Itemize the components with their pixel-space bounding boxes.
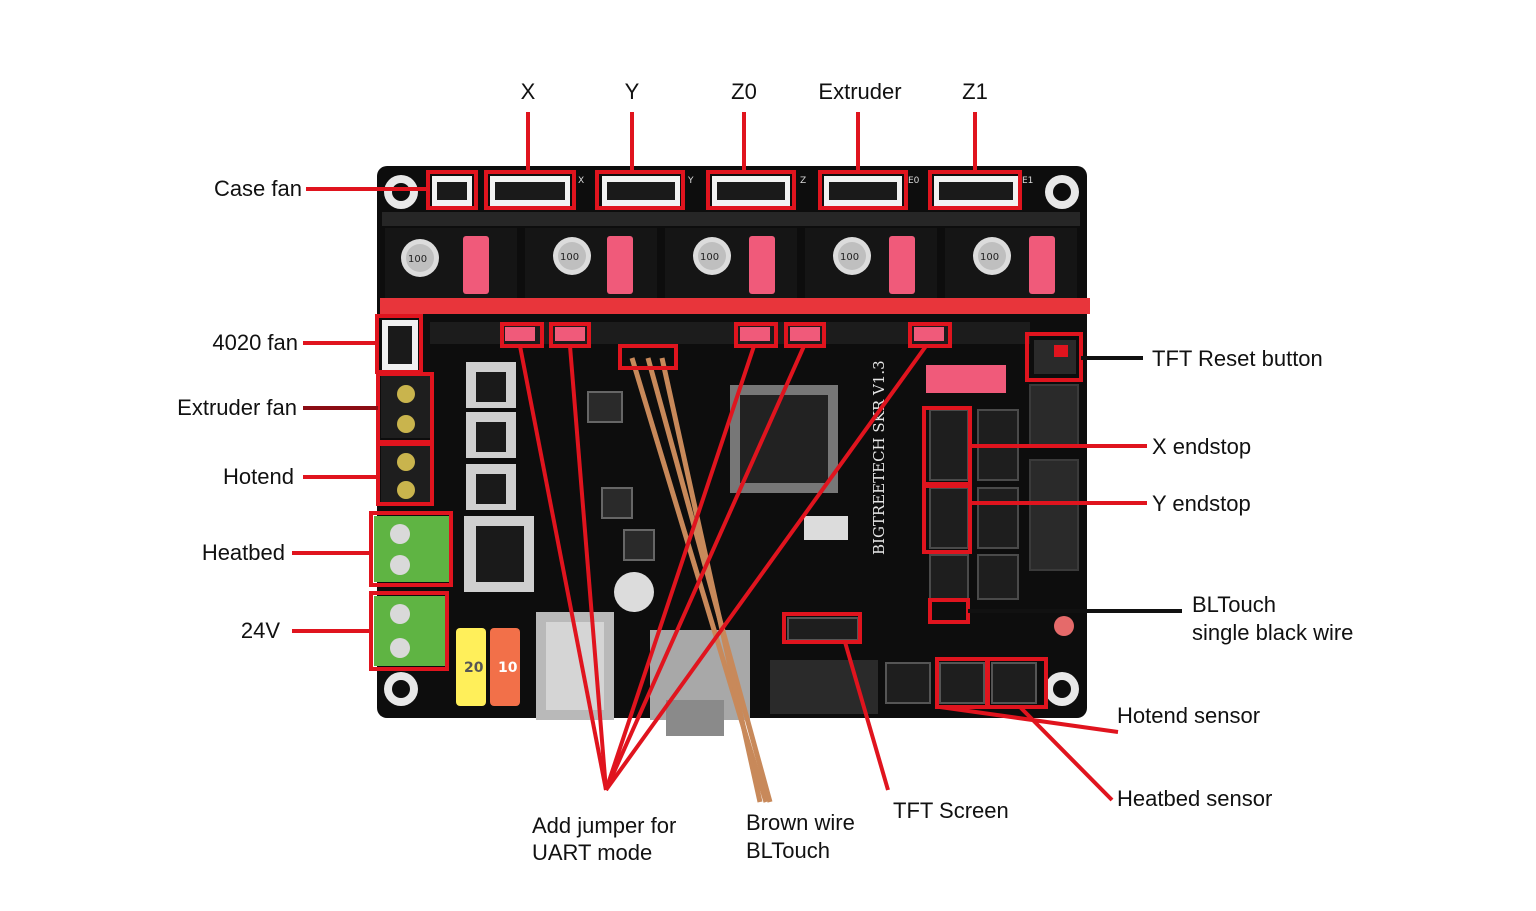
silk-e0: E0	[908, 176, 920, 186]
label-brown-line1: Brown wire	[746, 810, 855, 835]
leader-jumper-2	[568, 345, 608, 791]
label-heatbed-sensor: Heatbed sensor	[1117, 786, 1272, 811]
label-z1: Z1	[962, 79, 988, 104]
left-labels: Case fan 4020 fan Extruder fan Hotend He…	[177, 176, 302, 643]
box-extruder-motor	[818, 170, 908, 210]
label-extruder: Extruder	[818, 79, 901, 104]
box-tft-screen	[782, 612, 862, 644]
label-hotend-sensor: Hotend sensor	[1117, 703, 1260, 728]
driver-slot-extruder: 100	[805, 228, 937, 298]
mount-hole-bottom-left	[384, 672, 418, 706]
exp-headers	[1029, 384, 1079, 571]
box-jumper-5	[908, 322, 952, 348]
leader-lines	[292, 112, 1147, 802]
uart-jumpers	[505, 327, 944, 341]
mount-hole-bottom-right	[1045, 672, 1079, 706]
driver-socket-strip	[380, 298, 1090, 314]
fuse-20: 20	[456, 628, 486, 706]
label-24v: 24V	[241, 618, 280, 643]
label-x-endstop: X endstop	[1152, 434, 1251, 459]
screw-terminal-extruder-fan	[381, 376, 431, 438]
pcb-board: 100 100 100 100 100	[374, 166, 1090, 736]
label-tft-reset: TFT Reset button	[1152, 346, 1323, 371]
box-jumper-4	[784, 322, 826, 348]
svg-text:100: 100	[560, 252, 579, 263]
tft-reset-button	[1034, 340, 1076, 374]
terminal-heatbed	[374, 516, 450, 582]
label-extruder-fan: Extruder fan	[177, 395, 297, 420]
capacitor-z0: 100	[693, 237, 731, 275]
svg-text:100: 100	[700, 252, 719, 263]
fuse-10-label: 10	[498, 660, 518, 676]
leader-jumper-4	[604, 345, 806, 791]
thermistor-connectors	[885, 662, 1037, 704]
silk-e1: E1	[1022, 176, 1033, 186]
pink-headers-endstop	[926, 365, 1006, 393]
label-brown-line2: BLTouch	[746, 838, 830, 863]
leader-hotend-sensor	[939, 705, 1119, 734]
label-z0: Z0	[731, 79, 757, 104]
box-hotend	[376, 442, 434, 506]
box-bltouch-brown	[618, 344, 678, 370]
silk-y: Y	[687, 176, 694, 186]
label-heatbed: Heatbed	[202, 540, 285, 565]
leader-heatbed-sensor	[1018, 705, 1114, 802]
black-leader-lines	[968, 356, 1182, 613]
fuse-10: 10	[490, 628, 520, 706]
box-heatbed	[369, 511, 453, 587]
leader-jumper-1	[518, 345, 608, 791]
reset-button-red	[1054, 616, 1074, 636]
label-4020-fan: 4020 fan	[212, 330, 298, 355]
driver-header-row	[382, 212, 1080, 226]
driver-slot-y: 100	[525, 228, 657, 298]
label-jumper-line1: Add jumper for	[532, 813, 676, 838]
motor-connector-pins	[437, 182, 1013, 200]
fuse-20-label: 20	[464, 660, 484, 676]
top-labels: X Y Z0 Extruder Z1	[521, 79, 988, 104]
crystal	[804, 516, 848, 540]
leader-jumper-3	[604, 345, 756, 791]
svg-text:100: 100	[980, 252, 999, 263]
leader-tft-screen-a	[843, 641, 890, 791]
label-jumper-line2: UART mode	[532, 840, 652, 865]
terminal-24v	[374, 596, 446, 666]
label-bltouch-line1: BLTouch	[1192, 592, 1276, 617]
mosfets	[464, 362, 534, 592]
label-x: X	[521, 79, 536, 104]
capacitor-z1: 100	[973, 237, 1011, 275]
driver-slot-z1: 100	[945, 228, 1077, 298]
driver-slot-z0: 100	[665, 228, 797, 298]
bottom-labels: Add jumper for UART mode Brown wire BLTo…	[532, 798, 1009, 865]
label-bltouch-line2: single black wire	[1192, 620, 1353, 645]
right-labels: TFT Reset button X endstop Y endstop BLT…	[1117, 346, 1353, 811]
label-tft-screen: TFT Screen	[893, 798, 1009, 823]
box-y-motor	[595, 170, 685, 210]
capacitor-x: 100	[401, 239, 439, 277]
mount-hole-top-left	[384, 175, 418, 209]
small-chips	[587, 391, 655, 561]
silk-z: Z	[800, 176, 806, 186]
capacitor-extruder: 100	[833, 237, 871, 275]
svg-text:100: 100	[408, 254, 427, 265]
silk-x: X	[578, 176, 584, 186]
mount-hole-top-right	[1045, 175, 1079, 209]
svg-text:100: 100	[840, 252, 859, 263]
tft-header	[787, 617, 859, 641]
leader-jumper-5	[604, 344, 928, 792]
board-model-label: BIGTREETECH SKR V1.3	[870, 360, 888, 555]
driver-slot-x: 100	[385, 228, 517, 298]
label-hotend: Hotend	[223, 464, 294, 489]
box-z0-motor	[706, 170, 796, 210]
label-case-fan: Case fan	[214, 176, 302, 201]
board-capacitor-mid	[614, 572, 654, 612]
label-y: Y	[625, 79, 640, 104]
box-heatbed-sensor	[986, 657, 1048, 709]
capacitor-y: 100	[553, 237, 591, 275]
box-jumper-3	[734, 322, 778, 348]
box-y-endstop	[922, 484, 972, 554]
screw-terminal-hotend	[381, 446, 431, 502]
label-y-endstop: Y endstop	[1152, 491, 1251, 516]
